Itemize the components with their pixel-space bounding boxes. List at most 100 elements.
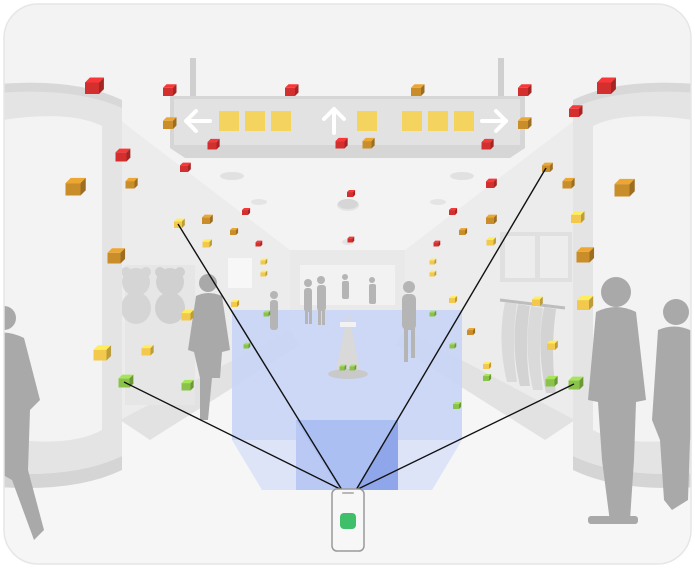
anchor-cube bbox=[125, 177, 138, 189]
left-poster bbox=[228, 258, 252, 288]
anchor-cube bbox=[562, 177, 575, 189]
anchor-cube bbox=[347, 236, 355, 243]
ceiling-light bbox=[251, 199, 267, 205]
anchor-cube bbox=[429, 258, 437, 265]
distant-shoppers bbox=[270, 274, 416, 362]
right-poster-panel bbox=[540, 236, 568, 278]
camera-ray bbox=[123, 381, 343, 491]
anchor-cube bbox=[163, 84, 177, 96]
anchor-cube bbox=[163, 117, 177, 129]
phone-speaker bbox=[342, 492, 354, 494]
anchor-cube bbox=[483, 373, 492, 381]
anchor-cube bbox=[433, 240, 441, 247]
right-poster-panel bbox=[505, 236, 535, 278]
clothes-rack bbox=[499, 298, 566, 393]
person-silhouette bbox=[369, 277, 376, 304]
sign-square bbox=[271, 111, 291, 131]
smartphone bbox=[331, 488, 365, 552]
person-silhouette bbox=[4, 306, 44, 540]
anchor-cube bbox=[449, 295, 458, 303]
anchor-cube bbox=[93, 345, 112, 361]
anchor-cube bbox=[411, 84, 425, 96]
up-arrow-icon bbox=[322, 107, 346, 135]
anchor-cube bbox=[429, 270, 437, 277]
view-frustum-floor bbox=[398, 440, 462, 490]
anchor-cube bbox=[285, 84, 299, 96]
anchor-cube bbox=[335, 137, 348, 149]
anchor-cube bbox=[181, 379, 194, 391]
phone-screen-indicator bbox=[340, 513, 356, 529]
anchor-cube bbox=[459, 227, 468, 235]
anchor-cube bbox=[255, 240, 263, 247]
anchor-cube bbox=[467, 327, 476, 335]
sign-square bbox=[219, 111, 239, 131]
anchor-cube bbox=[547, 340, 558, 350]
anchor-cube bbox=[483, 361, 492, 369]
anchor-markers bbox=[65, 77, 635, 409]
anchor-cube bbox=[141, 344, 154, 356]
teddy-bear bbox=[121, 267, 151, 324]
frame-border bbox=[3, 3, 692, 565]
anchor-cube bbox=[545, 375, 558, 387]
sign-square bbox=[245, 111, 265, 131]
view-frustum-floor bbox=[232, 440, 296, 490]
left-arrow-icon bbox=[184, 109, 212, 133]
ceiling-light bbox=[450, 172, 474, 180]
anchor-cube bbox=[597, 77, 616, 94]
camera-ray bbox=[177, 223, 343, 491]
anchor-cube bbox=[571, 211, 585, 223]
anchor-cube bbox=[181, 309, 194, 321]
anchor-cube bbox=[231, 299, 240, 307]
anchor-cube bbox=[481, 138, 494, 150]
anchor-cube bbox=[202, 239, 212, 248]
person-silhouette bbox=[402, 281, 416, 362]
camera-rays bbox=[123, 167, 575, 491]
anchor-cube bbox=[576, 247, 595, 263]
anchor-cube bbox=[263, 310, 271, 317]
person-silhouette bbox=[270, 291, 278, 330]
ceiling-light bbox=[220, 172, 244, 180]
anchor-cube bbox=[518, 84, 532, 96]
anchor-cube bbox=[230, 227, 239, 235]
person-silhouette bbox=[342, 274, 349, 299]
anchor-cube bbox=[532, 296, 543, 306]
anchor-cube bbox=[339, 364, 347, 371]
anchor-cube bbox=[486, 178, 497, 188]
sign-square bbox=[402, 111, 422, 131]
anchor-cube bbox=[180, 162, 191, 172]
anchor-cube bbox=[518, 117, 532, 129]
sign-square bbox=[357, 111, 377, 131]
right-arrow-icon bbox=[480, 109, 508, 133]
anchor-cube bbox=[486, 237, 496, 246]
anchor-cube bbox=[347, 189, 356, 197]
anchor-cube bbox=[614, 178, 635, 197]
anchor-cube bbox=[349, 364, 357, 371]
anchor-cube bbox=[242, 207, 251, 215]
anchor-cube bbox=[542, 162, 553, 172]
anchor-cube bbox=[107, 248, 126, 264]
anchor-cube bbox=[362, 137, 375, 149]
person-silhouette bbox=[304, 279, 312, 324]
anchor-cube bbox=[449, 207, 458, 215]
anchor-cube bbox=[85, 77, 104, 94]
person-silhouette bbox=[317, 276, 326, 325]
person-silhouette bbox=[188, 274, 230, 420]
anchor-cube bbox=[202, 214, 213, 224]
anchor-cube bbox=[115, 148, 131, 162]
anchor-cube bbox=[207, 138, 220, 150]
anchor-cube bbox=[65, 177, 86, 196]
ceiling-light bbox=[430, 199, 446, 205]
person-silhouette bbox=[652, 299, 691, 510]
anchor-cube bbox=[486, 214, 497, 224]
anchor-cube bbox=[260, 258, 268, 265]
anchor-cube bbox=[429, 310, 437, 317]
foreground-shoppers bbox=[4, 274, 691, 540]
anchor-cube bbox=[243, 342, 251, 349]
anchor-cube bbox=[577, 295, 594, 310]
sign-square bbox=[454, 111, 474, 131]
anchor-cube bbox=[453, 401, 462, 409]
anchor-cube bbox=[568, 376, 584, 390]
teddy-bear bbox=[155, 267, 185, 324]
